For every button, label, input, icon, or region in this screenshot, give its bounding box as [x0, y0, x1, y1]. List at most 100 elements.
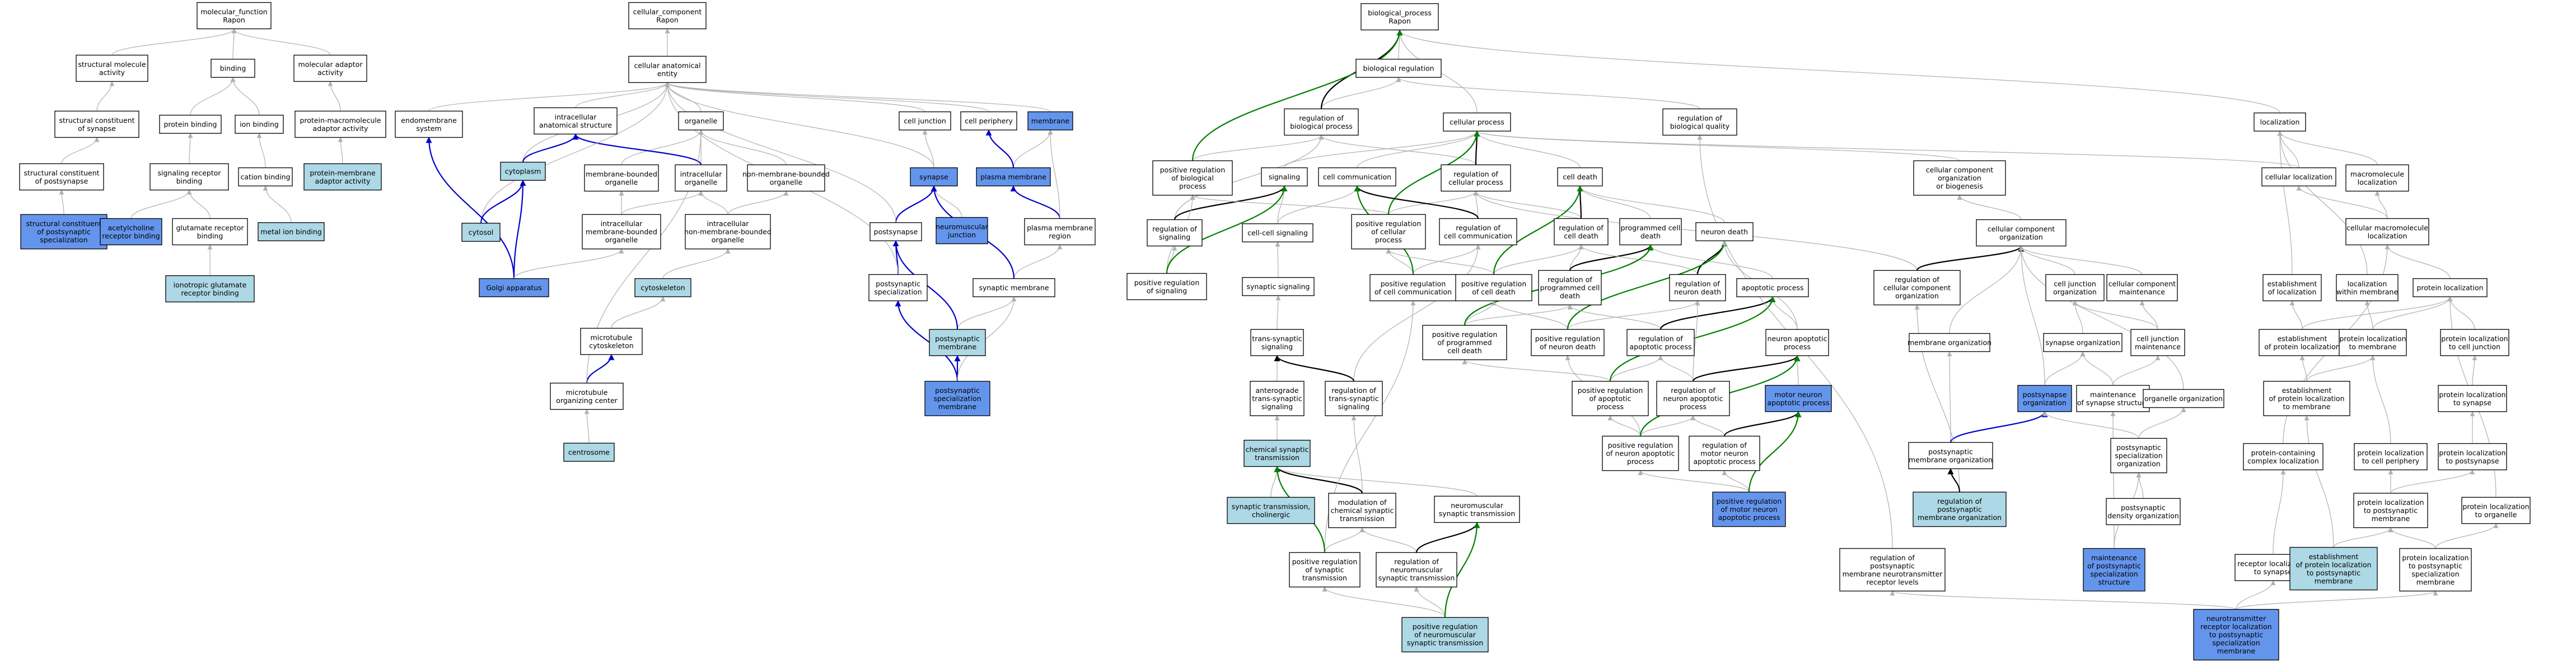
term-node-ploc[interactable]: protein localization [2413, 278, 2488, 297]
term-node-cproc[interactable]: cellular process [1443, 112, 1511, 132]
term-node-golgi[interactable]: Golgi apparatus [479, 278, 549, 297]
term-node-binding[interactable]: binding [211, 59, 255, 78]
term-node-postsynapse[interactable]: postsynapse [869, 222, 922, 241]
term-node-cb[interactable]: cation binding [238, 167, 293, 186]
term-node-cloc[interactable]: cellular localization [2261, 167, 2336, 186]
term-node-pm[interactable]: plasma membrane [976, 167, 1051, 186]
term-node-breg[interactable]: biological regulation [1355, 59, 1442, 78]
term-node-cp[interactable]: cell periphery [960, 111, 1017, 130]
term-node-ccs[interactable]: cell-cell signaling [1242, 223, 1313, 242]
term-node-centrosome[interactable]: centrosome [563, 443, 615, 462]
term-node-memorg[interactable]: membrane organization [1908, 333, 1991, 352]
term-node-stc[interactable]: synaptic transmission,cholinergic [1227, 496, 1315, 524]
term-node-ccomm[interactable]: cell communication [1318, 167, 1396, 186]
term-node-ib[interactable]: ion binding [235, 115, 284, 134]
term-node-cj[interactable]: cell junction [899, 111, 951, 130]
term-node-cytosol[interactable]: cytosol [461, 223, 501, 242]
term-node-synsig[interactable]: synaptic signaling [1242, 277, 1315, 296]
term-node-signaling[interactable]: signaling [1261, 167, 1308, 186]
term-node-pb[interactable]: protein binding [159, 115, 222, 134]
term-node-synm[interactable]: synaptic membrane [973, 278, 1055, 297]
term-node-oorg[interactable]: organelle organization [2143, 389, 2224, 408]
term-node-aproc[interactable]: apoptotic process [1736, 278, 1809, 297]
term-node-mib[interactable]: metal ion binding [258, 222, 325, 241]
term-node-loc[interactable]: localization [2254, 112, 2306, 132]
term-node-cytoplasm[interactable]: cytoplasm [500, 162, 546, 181]
term-node-membrane[interactable]: membrane [1027, 111, 1073, 130]
